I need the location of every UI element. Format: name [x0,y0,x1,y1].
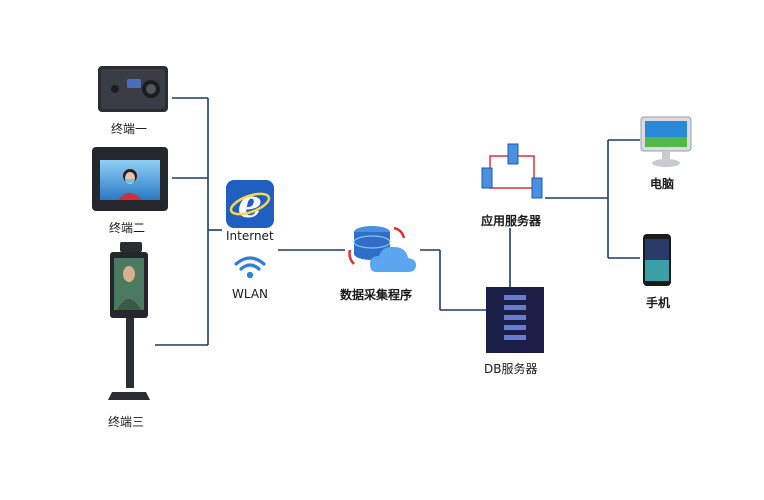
pc-label: 电脑 [650,177,675,191]
db-server-label: DB服务器 [484,362,538,376]
internet-label: Internet [226,229,274,243]
access-terminal-icon [98,66,168,112]
terminal-3-device [106,242,156,404]
terminal-1-device [97,64,169,114]
db-server-icon [486,287,544,353]
svg-text:e: e [238,181,262,226]
terminal-2-device [91,146,169,212]
phone-icon [643,234,671,286]
app-server-label: 应用服务器 [481,214,542,228]
app-server-cluster [478,142,548,202]
terminal-3-label: 终端三 [108,415,145,429]
wifi-icon [232,253,268,281]
phone-label: 手机 [646,296,671,310]
data-collector-icon [346,220,420,278]
wlan-label: WLAN [232,287,269,301]
data-collector-label: 数据采集程序 [340,288,413,302]
face-terminal-icon [92,147,168,211]
terminal-2-label: 终端二 [109,221,146,235]
terminal-1-label: 终端一 [111,122,148,136]
pc-icon [640,115,692,169]
internet-icon: e [226,180,274,228]
stand-terminal-icon [108,242,150,400]
